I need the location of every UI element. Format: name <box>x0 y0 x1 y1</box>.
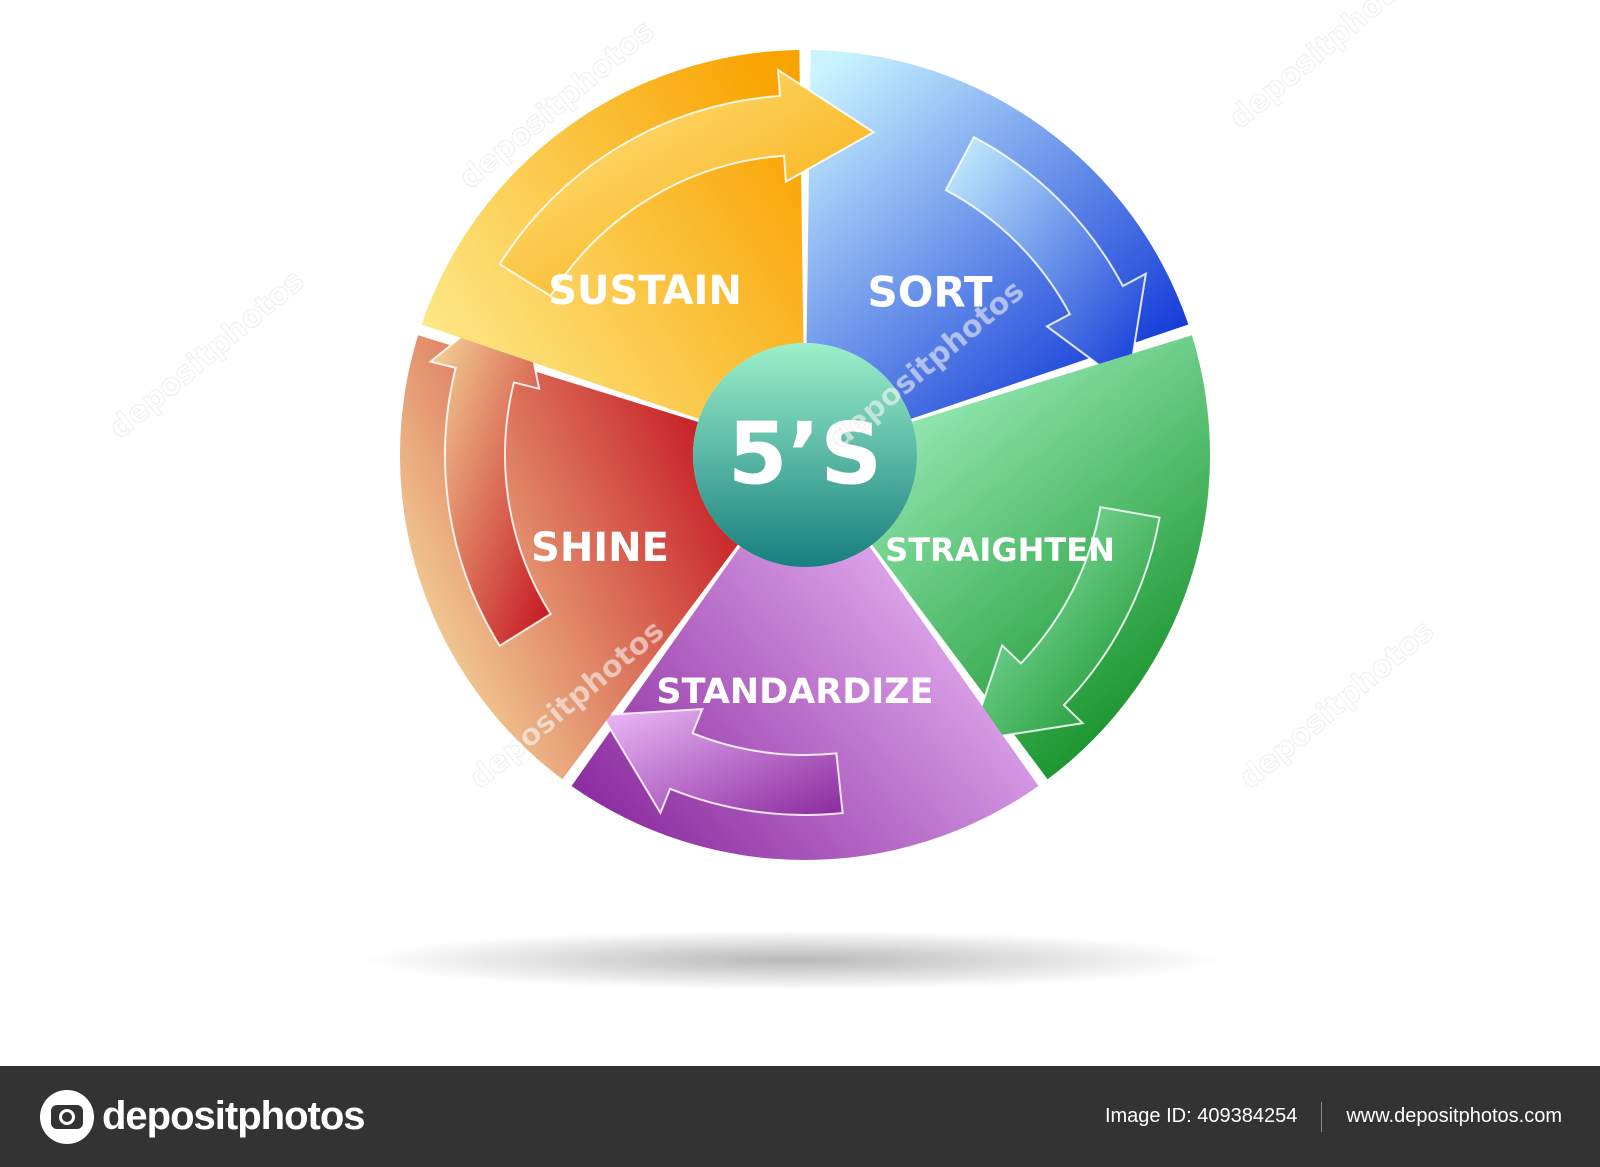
cycle-arrow-straighten <box>968 505 1161 743</box>
segment-label-sort: SORT <box>867 268 992 317</box>
segment-straighten: STRAIGHTEN <box>872 335 1210 780</box>
segment-shine: SHINE <box>399 288 738 780</box>
segment-label-sustain: SUSTAIN <box>548 268 742 314</box>
brand-name: depositphotos <box>102 1094 366 1138</box>
brand-logo[interactable]: depositphotos <box>40 1089 366 1144</box>
image-id: Image ID: 409384254 <box>1104 1105 1298 1127</box>
segment-label-shine: SHINE <box>531 525 669 571</box>
cycle-arrow-standardize <box>600 707 844 816</box>
segment-standardize: STANDARDIZE <box>571 546 1039 860</box>
center-circle <box>693 343 917 567</box>
cycle-arrow-sort <box>944 135 1148 389</box>
watermark-text: depositphotos <box>1233 613 1441 796</box>
segments-layer: SORT STRAIGHTEN STANDARDIZE SHINE SUSTAIN <box>399 50 1210 860</box>
segment-sustain: SUSTAIN <box>421 50 876 419</box>
center-hub: 5’S <box>693 343 917 567</box>
footer-divider <box>1321 1101 1323 1132</box>
watermark-text: depositphotos <box>103 263 311 446</box>
cycle-arrow-shine <box>428 288 552 648</box>
segment-label-straighten: STRAIGHTEN <box>885 531 1115 569</box>
site-url[interactable]: www.depositphotos.com <box>1346 1105 1562 1127</box>
watermark-text: depositphotos <box>1223 0 1431 136</box>
center-label: 5’S <box>728 404 882 504</box>
segment-wedge-straighten <box>872 335 1210 780</box>
diagram-stage: SORT STRAIGHTEN STANDARDIZE SHINE SUSTAIN 5’… <box>102 0 1442 990</box>
floor-shadow <box>360 930 1220 990</box>
segment-sort: SORT <box>806 50 1189 419</box>
segment-label-standardize: STANDARDIZE <box>656 672 933 712</box>
footer-meta: Image ID: 409384254 www.depositphotos.co… <box>1104 1101 1562 1132</box>
five-s-cycle-diagram: SORT STRAIGHTEN STANDARDIZE SHINE SUSTAIN 5’… <box>102 0 1442 990</box>
cycle-arrow-sustain <box>498 68 876 298</box>
camera-icon <box>40 1089 94 1144</box>
footer-bar: depositphotos Image ID: 409384254 www.de… <box>0 1066 1600 1167</box>
